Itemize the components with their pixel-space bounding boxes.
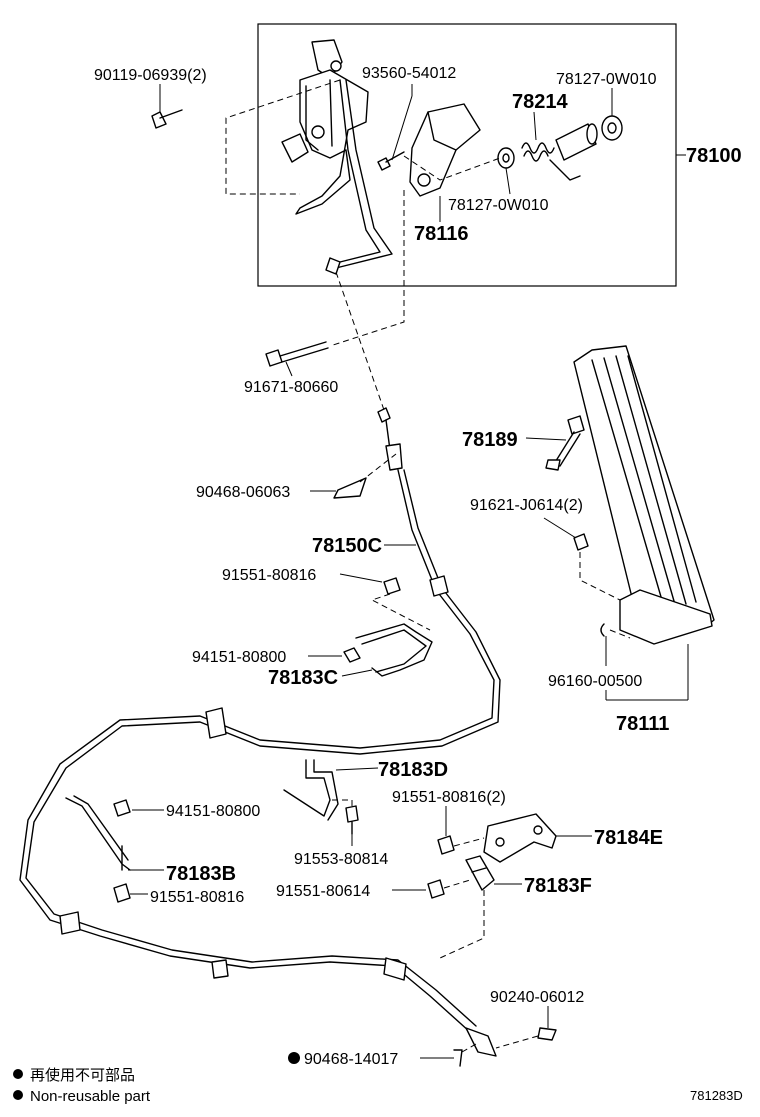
cable-78150c [19, 407, 501, 1057]
label-78183d: 78183D [378, 759, 448, 781]
washer-78127-a2 [601, 115, 623, 141]
label-78183f: 78183F [524, 875, 592, 897]
label-94151b: 94151-80800 [166, 803, 260, 820]
bolt-91621 [573, 533, 589, 551]
legend-en: Non-reusable part [30, 1088, 151, 1105]
spring-78214 [521, 142, 581, 181]
leader-78183c [341, 669, 373, 677]
label-94151a: 94151-80800 [192, 649, 286, 666]
label-78127-a: 78127-0W010 [556, 71, 657, 88]
bolt-91551d [113, 883, 131, 903]
leader-78183d [335, 767, 379, 771]
label-78183c: 78183C [268, 667, 338, 689]
label-78111: 78111 [616, 713, 669, 735]
pin-90240 [537, 1027, 557, 1041]
label-91671: 91671-80660 [244, 379, 338, 396]
leader-91671 [285, 361, 293, 377]
nut-94151a [343, 647, 361, 663]
leader-78127-b [505, 167, 511, 195]
label-90240: 90240-06012 [490, 989, 584, 1006]
dash-90240 [495, 1035, 539, 1049]
dash-96160 [609, 629, 631, 639]
label-90119: 90119-06939(2) [94, 67, 207, 84]
pedal-bracket [281, 39, 369, 215]
pedal-arm [325, 79, 393, 275]
label-90468a: 90468-06063 [196, 484, 290, 501]
bolt-91551a [383, 577, 401, 595]
clip-90468a [333, 477, 367, 499]
dash-lever-axis [403, 155, 501, 181]
nut-94151b [113, 799, 131, 817]
dash-clip-90468a [359, 453, 397, 483]
dash-78183f [439, 890, 485, 959]
leader-93560 [391, 95, 413, 161]
bolt-78189 [545, 415, 585, 471]
bolt-93560 [377, 151, 405, 171]
bracket-78183f [465, 855, 495, 891]
legend-marker-en [13, 1090, 23, 1100]
label-78214: 78214 [512, 91, 568, 113]
bolt-91671 [265, 341, 329, 367]
bolt-91553 [345, 805, 359, 835]
accelerator-pedal [573, 345, 715, 645]
label-78100: 78100 [686, 145, 742, 167]
dash-cable-end [335, 271, 385, 411]
label-91551c: 91551-80614 [276, 883, 370, 900]
clip-96160 [600, 623, 605, 637]
label-78116: 78116 [414, 223, 469, 245]
leader-91551a [339, 573, 383, 583]
label-91551d: 91551-80816 [150, 889, 244, 906]
bracket-78183b [65, 795, 131, 871]
label-96160: 96160-00500 [548, 673, 642, 690]
bolt-91551b [437, 835, 455, 855]
label-93560: 93560-54012 [362, 65, 456, 82]
dash-bolt-bracket [225, 79, 341, 195]
label-90468b: 90468-14017 [304, 1051, 398, 1068]
label-91551b: 91551-80816(2) [392, 789, 506, 806]
label-78150c: 78150C [312, 535, 382, 557]
legend-marker-jp [13, 1069, 23, 1079]
bracket-78183c [355, 623, 433, 677]
label-78183b: 78183B [166, 863, 236, 885]
label-78189: 78189 [462, 429, 518, 451]
leader-91621 [543, 517, 577, 539]
label-91551a: 91551-80816 [222, 567, 316, 584]
sleeve [555, 123, 598, 161]
clip-90468b [453, 1049, 463, 1067]
label-91553: 91553-80814 [294, 851, 388, 868]
washer-78127-a [497, 147, 515, 169]
label-78127-b: 78127-0W010 [448, 197, 549, 214]
drawing-number: 781283D [690, 1088, 743, 1103]
dash-91553 [332, 799, 353, 808]
bolt-91551c [427, 879, 445, 899]
label-78184e: 78184E [594, 827, 663, 849]
bolt-90119 [151, 109, 183, 129]
dash-91551c [443, 879, 471, 889]
dash-78184e [453, 837, 485, 847]
lever-78116 [409, 103, 481, 197]
dash-90468b [461, 1043, 477, 1053]
dash-lower-bolt [329, 190, 405, 347]
dash-91621 [579, 552, 621, 601]
bracket-78183d [283, 759, 339, 821]
bracket-78184e [483, 813, 557, 863]
label-91621: 91621-J0614(2) [470, 497, 583, 514]
legend-jp: 再使用不可部品 [30, 1067, 135, 1084]
leader-78189 [525, 437, 567, 441]
leader-78214 [533, 111, 537, 141]
dash-91551a [370, 593, 431, 631]
non-reusable-marker-90468b [288, 1052, 300, 1064]
